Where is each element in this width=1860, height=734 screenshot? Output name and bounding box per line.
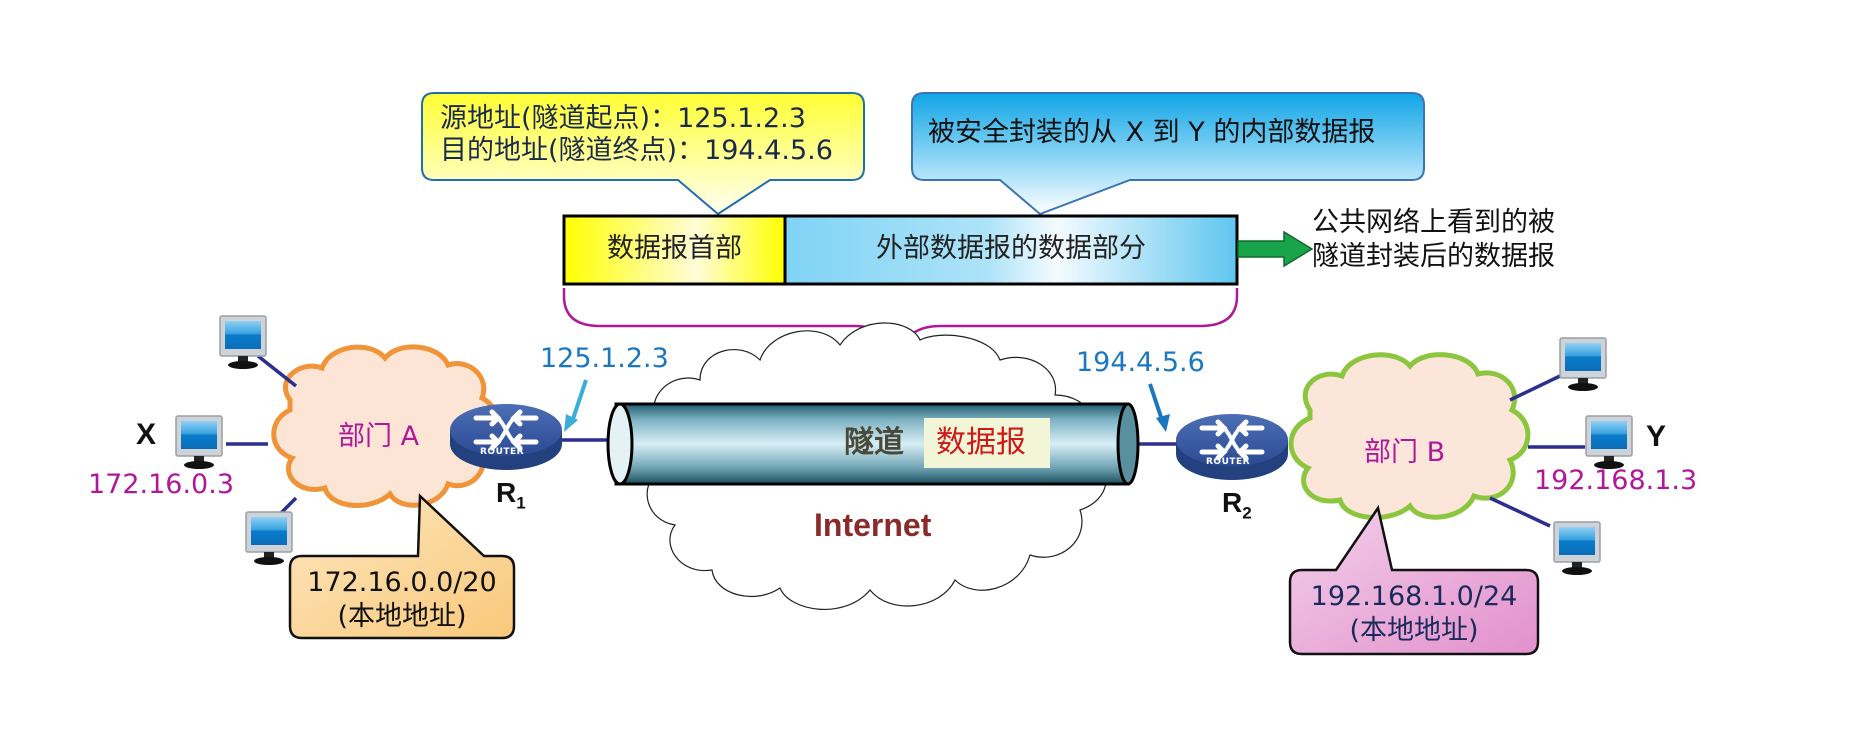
department-b-cloud (1288, 352, 1531, 520)
host-y-label: Y (1646, 420, 1667, 453)
tunnel-pipe (606, 402, 1140, 486)
router-r2-icon (1176, 414, 1288, 480)
computer-icon (245, 511, 293, 566)
router-r2-label: R2 (1222, 487, 1252, 523)
datagram-data-label: 外部数据报的数据部分 (876, 233, 1146, 264)
tunnel-source-address: 源地址(隧道起点)：125.1.2.3 (440, 103, 806, 134)
router-r1-label: R1 (496, 477, 526, 513)
subnet-a-prefix: 172.16.0.0/20 (307, 567, 497, 598)
computer-icon (1553, 521, 1601, 576)
r2-ip-pointer (1148, 383, 1164, 421)
datagram-header-label: 数据报首部 (607, 233, 742, 264)
host-x-ip: 172.16.0.3 (88, 469, 234, 500)
subnet-b-prefix: 192.168.1.0/24 (1310, 581, 1518, 612)
department-a-label: 部门 A (338, 421, 420, 452)
computer-x-icon (175, 415, 223, 470)
router-r1-badge: ROUTER (480, 447, 525, 457)
computer-y-icon (1585, 415, 1633, 470)
r1-ip-pointer (570, 379, 588, 423)
tunnel-address-callout-shape (421, 92, 865, 216)
r2-public-ip: 194.4.5.6 (1076, 347, 1205, 378)
host-y-ip: 192.168.1.3 (1534, 465, 1698, 496)
router-r1-icon (450, 404, 562, 470)
r1-public-ip: 125.1.2.3 (540, 343, 669, 374)
green-arrow-icon (1237, 230, 1314, 268)
internet-label: Internet (814, 507, 932, 543)
subnet-b-callout-shape (1288, 504, 1540, 656)
tunnel-payload-box (924, 418, 1050, 468)
subnet-a-callout-shape (288, 493, 516, 640)
inner-datagram-description: 被安全封装的从 X 到 Y 的内部数据报 (928, 117, 1376, 148)
public-view-label-line1: 公共网络上看到的被 (1312, 207, 1555, 238)
host-x-label: X (136, 418, 157, 451)
datagram-data-cell (783, 214, 1239, 286)
public-view-label-line2: 隧道封装后的数据报 (1312, 241, 1555, 272)
subnet-b-note: (本地地址) (1349, 615, 1479, 646)
computer-icon (219, 315, 267, 370)
tunnel-payload-label: 数据报 (936, 425, 1026, 460)
tunnel-label: 隧道 (844, 425, 904, 460)
subnet-a-note: (本地地址) (337, 601, 467, 632)
router-r2-badge: ROUTER (1206, 457, 1251, 467)
department-b-label: 部门 B (1364, 437, 1446, 468)
inner-datagram-callout-shape (911, 92, 1425, 216)
computer-icon (1559, 337, 1607, 392)
datagram-header-cell (562, 214, 787, 286)
tunnel-destination-address: 目的地址(隧道终点)：194.4.5.6 (440, 135, 833, 166)
